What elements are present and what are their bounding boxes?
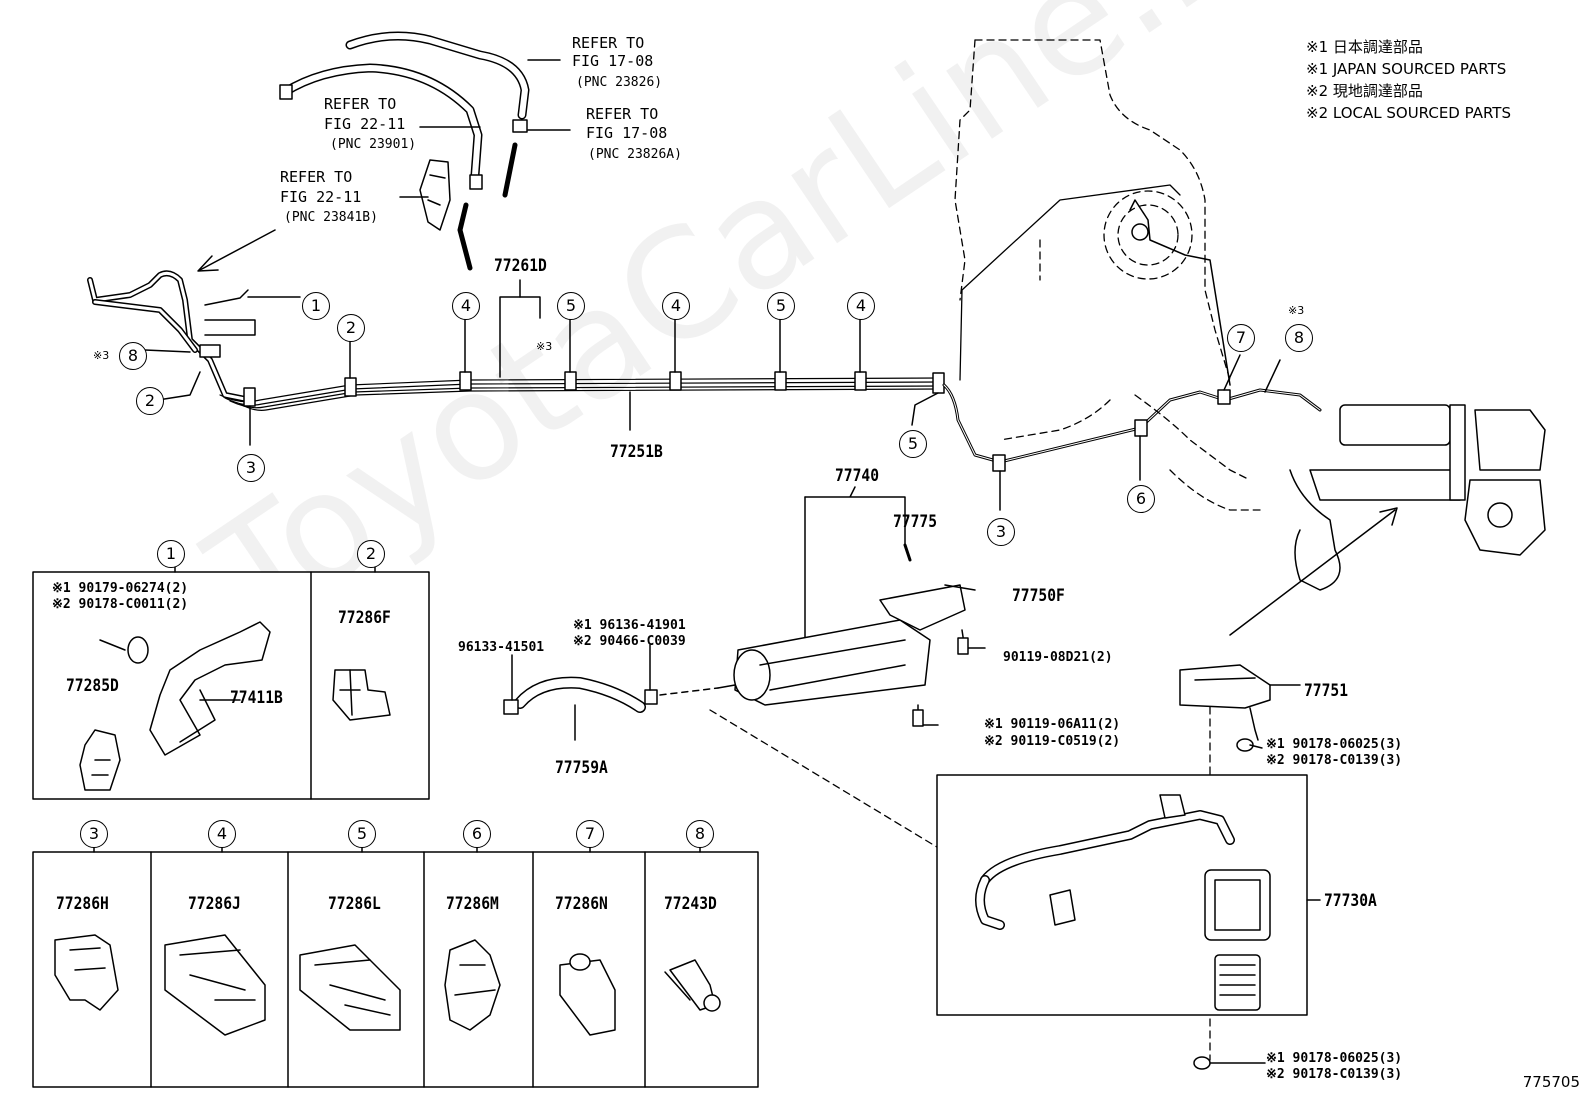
part-90119-08D21: 90119-08D21(2) <box>1003 650 1113 665</box>
part-77759A: 77759A <box>555 758 608 778</box>
part-90178-06025-b: ※1 90178-06025(3) <box>1266 1051 1403 1066</box>
part-77730A: 77730A <box>1324 891 1377 911</box>
part-77251B: 77251B <box>610 442 663 462</box>
part-77751: 77751 <box>1304 681 1349 701</box>
right-pipe <box>942 354 1322 511</box>
box-clips-1-2 <box>32 566 430 800</box>
part-77286N: 77286N <box>555 894 608 914</box>
ref-2-line-2: FIG 22-11 <box>324 115 406 133</box>
callout-1: 1 <box>302 292 330 320</box>
callout-2: 2 <box>136 387 164 415</box>
box-77730A <box>936 774 1321 1016</box>
filler-pipe <box>1134 394 1261 511</box>
callout-4: 4 <box>662 292 690 320</box>
callout-5: 5 <box>557 292 585 320</box>
callout-3: 3 <box>987 518 1015 546</box>
upper-hose-group <box>279 31 571 271</box>
ref-1-line-3: (PNC 23826) <box>576 75 663 90</box>
legend-line-4: ※2 LOCAL SOURCED PARTS <box>1306 104 1511 122</box>
box-header-4: 4 <box>208 820 236 848</box>
direction-arrow-left <box>197 229 276 272</box>
part-77261D: 77261D <box>494 256 547 276</box>
canister-installed <box>1289 404 1546 591</box>
part-77286J: 77286J <box>188 894 241 914</box>
part-90178-06025-a: ※1 90178-06025(3) <box>1266 737 1403 752</box>
part-77286L: 77286L <box>328 894 381 914</box>
callout-8: 8 <box>119 342 147 370</box>
part-77775: 77775 <box>893 512 938 532</box>
mark-3-right: ※3 <box>1288 304 1305 317</box>
part-77286M: 77286M <box>446 894 499 914</box>
ref-4-line-3: (PNC 23841B) <box>284 210 378 225</box>
box-clips-3-8 <box>32 846 759 1088</box>
callout-8: 8 <box>1285 324 1313 352</box>
callout-3: 3 <box>237 454 265 482</box>
direction-arrow-right <box>1229 507 1398 636</box>
part-77243D: 77243D <box>664 894 717 914</box>
box-header-8: 8 <box>686 820 714 848</box>
callout-7: 7 <box>1227 324 1255 352</box>
part-77740: 77740 <box>835 466 880 486</box>
part-90466-C0039: ※2 90466-C0039 <box>573 634 686 649</box>
part-90119-C0519: ※2 90119-C0519(2) <box>984 734 1121 749</box>
diagram-code: 775705 <box>1522 1073 1580 1091</box>
ref-3-line-1: REFER TO <box>586 105 659 123</box>
part-77285D: 77285D <box>66 676 119 696</box>
canister-77740 <box>717 486 986 727</box>
bracket-77751 <box>1179 664 1301 1070</box>
mark-3-center: ※3 <box>536 340 553 353</box>
ref-2-line-3: (PNC 23901) <box>330 137 417 152</box>
hose-77759A <box>503 644 719 741</box>
box-header-1: 1 <box>157 540 185 568</box>
part-90119-06A11: ※1 90119-06A11(2) <box>984 717 1121 732</box>
tank-pipe <box>959 184 1231 386</box>
mark-3-left: ※3 <box>93 349 110 362</box>
ref-4-line-1: REFER TO <box>280 168 353 186</box>
ref-4-line-2: FIG 22-11 <box>280 188 362 206</box>
part-90178-C0139-a: ※2 90178-C0139(3) <box>1266 753 1403 768</box>
part-77750F: 77750F <box>1012 586 1065 606</box>
callout-5: 5 <box>899 430 927 458</box>
box-header-6: 6 <box>463 820 491 848</box>
callout-6: 6 <box>1127 485 1155 513</box>
part-96133-41501: 96133-41501 <box>458 640 545 655</box>
main-pipe-bundle <box>219 377 941 411</box>
callout-4: 4 <box>847 292 875 320</box>
ref-3-line-3: (PNC 23826A) <box>588 147 682 162</box>
fuel-tank-outline <box>954 39 1231 441</box>
ref-1-line-1: REFER TO <box>572 34 645 52</box>
legend-line-3: ※2 現地調達部品 <box>1306 82 1423 100</box>
part-96136-41901: ※1 96136-41901 <box>573 618 686 633</box>
box-header-7: 7 <box>576 820 604 848</box>
legend-line-2: ※1 JAPAN SOURCED PARTS <box>1306 60 1507 78</box>
part-90178-C0139-b: ※2 90178-C0139(3) <box>1266 1067 1403 1082</box>
left-fittings <box>87 270 301 403</box>
part-77411B: 77411B <box>230 688 283 708</box>
callout-2: 2 <box>337 314 365 342</box>
box-header-2: 2 <box>357 540 385 568</box>
box-header-5: 5 <box>348 820 376 848</box>
ref-1-line-2: FIG 17-08 <box>572 52 654 70</box>
part-90179-06274: ※1 90179-06274(2) <box>52 581 189 596</box>
part-90178-C0011: ※2 90178-C0011(2) <box>52 597 189 612</box>
part-77286H: 77286H <box>56 894 109 914</box>
ref-3-line-2: FIG 17-08 <box>586 124 668 142</box>
ref-2-line-1: REFER TO <box>324 95 397 113</box>
callout-4: 4 <box>452 292 480 320</box>
legend-line-1: ※1 日本調達部品 <box>1306 38 1423 56</box>
box-header-3: 3 <box>80 820 108 848</box>
part-77286F: 77286F <box>338 608 391 628</box>
callout-5: 5 <box>767 292 795 320</box>
clip-leaders <box>249 279 939 446</box>
